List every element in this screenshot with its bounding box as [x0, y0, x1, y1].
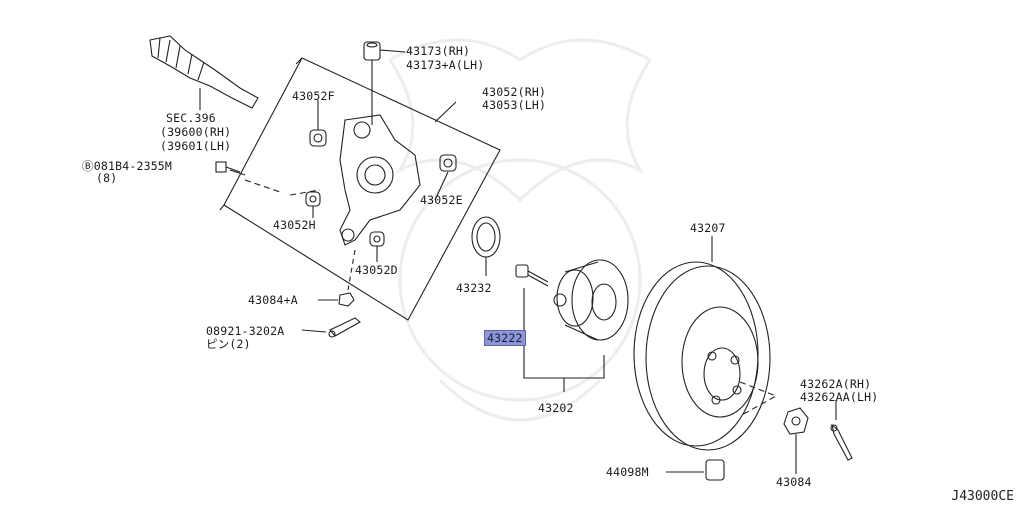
- seal-43232-icon: [471, 216, 501, 258]
- label-43232[interactable]: 43232: [456, 281, 492, 295]
- label-43207[interactable]: 43207: [690, 221, 726, 235]
- label-43262a[interactable]: 43262A(RH): [800, 377, 872, 391]
- bushing-43052f-icon: [309, 129, 327, 147]
- label-43052[interactable]: 43052(RH): [482, 85, 547, 99]
- drive-shaft-icon: [149, 35, 259, 110]
- label-43052d[interactable]: 43052D: [355, 263, 398, 277]
- brake-disc-icon: [633, 261, 771, 451]
- label-43052h[interactable]: 43052H: [273, 218, 316, 232]
- bolt-081b4-icon: [215, 161, 241, 173]
- label-43202[interactable]: 43202: [538, 401, 574, 415]
- pin-43262a-icon: [830, 423, 853, 461]
- label-081b4[interactable]: Ⓑ081B4-2355M: [82, 159, 173, 173]
- cotter-pin-icon: [328, 317, 361, 338]
- bushing-43052d-icon: [369, 231, 385, 247]
- hub-bolt-icon: [515, 264, 549, 287]
- label-sec396[interactable]: SEC.396: [166, 111, 216, 125]
- hub-bearing-icon: [553, 259, 629, 341]
- bushing-43052h-icon: [305, 191, 321, 207]
- label-39600[interactable]: (39600(RH): [160, 125, 232, 139]
- label-43173a[interactable]: 43173+A(LH): [406, 58, 485, 72]
- bushing-43052e-icon: [439, 154, 457, 172]
- bushing-43173-icon: [363, 41, 381, 61]
- label-43222-highlighted[interactable]: 43222: [484, 330, 526, 346]
- label-081b4-qty: (8): [96, 171, 118, 185]
- knuckle-icon: [339, 114, 421, 246]
- wheel-stud-icon: [705, 459, 725, 481]
- label-43084a[interactable]: 43084+A: [248, 293, 298, 307]
- label-43052e[interactable]: 43052E: [420, 193, 463, 207]
- label-43084[interactable]: 43084: [776, 475, 812, 489]
- label-pin: ピン(2): [206, 337, 251, 351]
- label-39601[interactable]: (39601(LH): [160, 139, 232, 153]
- watermark-emblem: [387, 38, 653, 422]
- nut-43084a-icon: [338, 292, 355, 307]
- nut-43084-icon: [783, 407, 809, 435]
- diagram-reference-code: J43000CE: [951, 489, 1014, 504]
- label-43053[interactable]: 43053(LH): [482, 98, 547, 112]
- label-43173[interactable]: 43173(RH): [406, 44, 471, 58]
- label-44098m[interactable]: 44098M: [606, 465, 649, 479]
- label-43052f[interactable]: 43052F: [292, 89, 335, 103]
- knuckle-box-outline: [223, 57, 501, 321]
- label-43262aa[interactable]: 43262AA(LH): [800, 390, 879, 404]
- label-08921[interactable]: 08921-3202A: [206, 324, 285, 338]
